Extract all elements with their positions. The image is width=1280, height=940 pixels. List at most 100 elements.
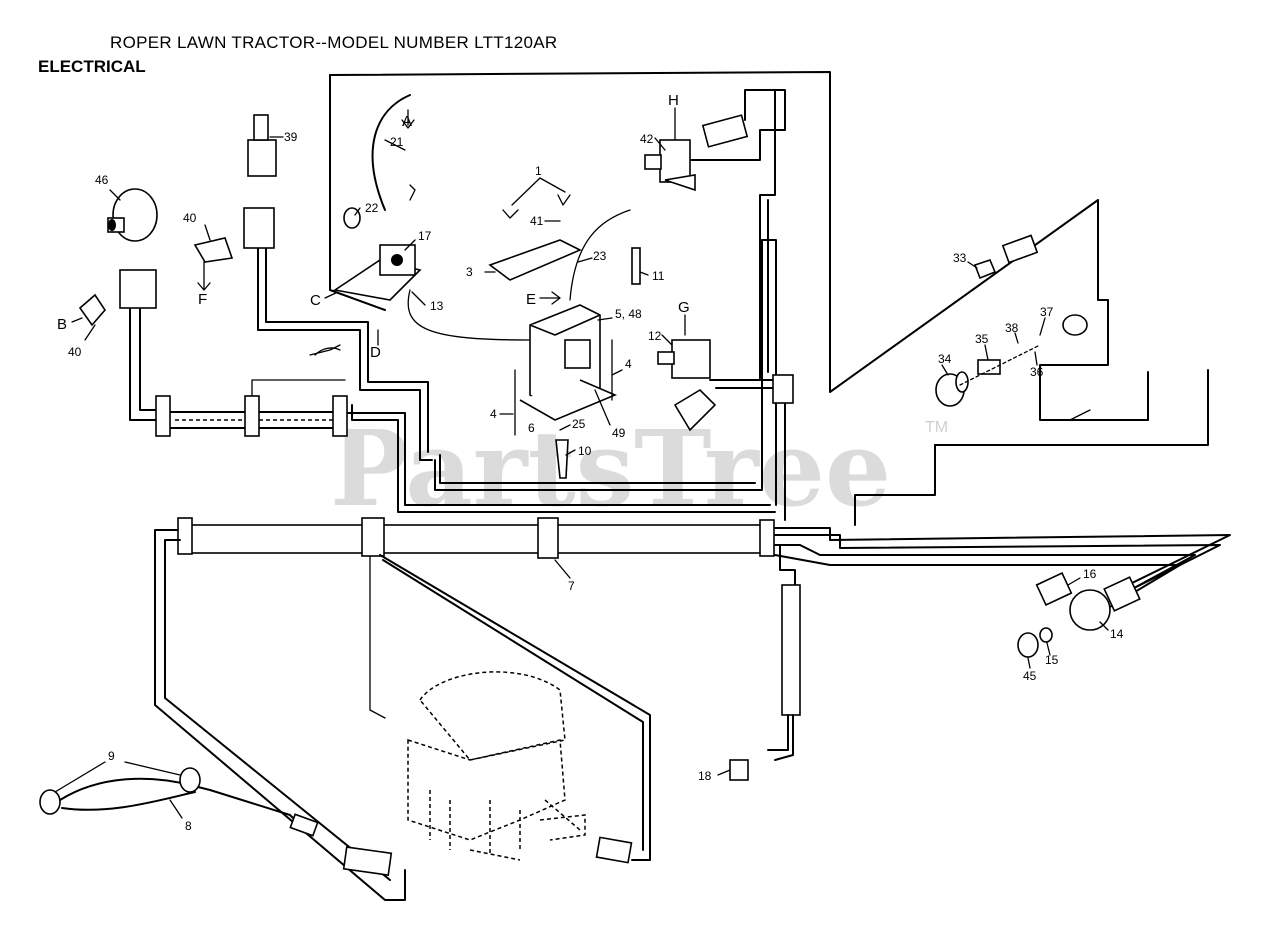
engine-outline — [407, 671, 586, 861]
callout-37: 37 — [1040, 305, 1054, 319]
leader-38 — [1014, 332, 1019, 344]
callout-46: 46 — [95, 173, 109, 187]
connector-33 — [1001, 234, 1039, 264]
light-harness-8b — [61, 791, 196, 811]
battery-tray — [519, 379, 618, 421]
part-14-switch — [1069, 589, 1111, 631]
wire-right-down-2 — [382, 559, 644, 851]
callout-23: 23 — [593, 249, 607, 263]
wire-loop-center — [434, 239, 777, 506]
part-10 — [555, 439, 569, 479]
part-21-cable — [371, 94, 411, 211]
loose-end-3 — [409, 184, 416, 201]
leader-16 — [1067, 577, 1081, 586]
part-13-cable — [407, 289, 531, 341]
part-40-clip — [193, 237, 234, 263]
leader-4 — [611, 369, 623, 376]
callout-14: 14 — [1110, 627, 1124, 641]
callout-9: 9 — [108, 749, 115, 763]
ref-letter-b: B — [57, 316, 67, 333]
part-15 — [1039, 627, 1053, 643]
arrow-b — [71, 317, 83, 323]
leader-14 — [1099, 621, 1109, 631]
section-title: ELECTRICAL — [38, 57, 146, 76]
leader-40 — [204, 224, 211, 241]
leader-11 — [639, 271, 649, 276]
harness-clip-left-3 — [332, 395, 348, 437]
ref-letter-f: F — [198, 291, 207, 308]
arrow-a — [401, 109, 415, 129]
leader-12 — [661, 334, 673, 346]
callout-40-upper: 40 — [183, 211, 197, 225]
watermark-text: PartsTree — [330, 407, 891, 530]
harness-to-right-2 — [351, 404, 776, 513]
rear-connector-left — [342, 846, 393, 876]
bolts-4 — [514, 339, 613, 436]
callout-38: 38 — [1005, 321, 1019, 335]
harness-clip-4 — [759, 519, 775, 557]
arrow-c — [324, 291, 339, 299]
wire-upper-branch — [251, 379, 346, 396]
callout-45: 45 — [1023, 669, 1037, 683]
leader-9 — [54, 761, 181, 793]
harness-clip-left-1 — [155, 395, 171, 437]
harness-fan-2 — [774, 534, 1221, 596]
ref-letter-c: C — [310, 292, 321, 309]
part-23-cable — [569, 209, 631, 301]
leader-34 — [941, 364, 949, 376]
loose-end-1 — [309, 344, 341, 356]
callout-1: 1 — [535, 164, 542, 178]
part-36-38-dash — [959, 344, 1041, 386]
wire-engine — [369, 555, 386, 719]
leader-5 — [597, 317, 613, 321]
part-37-end — [1062, 314, 1088, 336]
callout-34: 34 — [938, 352, 952, 366]
wire-46-left — [129, 294, 161, 421]
connector-42 — [701, 114, 749, 148]
part-45 — [1017, 632, 1039, 658]
part-42-solenoid — [644, 139, 696, 192]
callout-10: 10 — [578, 444, 592, 458]
ref-letter-d: D — [370, 344, 381, 361]
part-17-switch — [332, 244, 422, 301]
callout-41: 41 — [530, 214, 544, 228]
leader-22 — [354, 207, 361, 216]
wire-right-down — [379, 554, 651, 861]
leader-18 — [717, 769, 731, 776]
harness-fan-3 — [774, 544, 1196, 601]
part-9-bulb-left — [39, 789, 61, 815]
part-34-switch — [935, 371, 969, 407]
wire-39-2 — [265, 239, 429, 453]
callout-17: 17 — [418, 229, 432, 243]
leader-1 — [511, 177, 566, 206]
wire-46-left-2 — [139, 289, 161, 411]
rear-connector-right — [595, 836, 633, 864]
part-40b-clip — [78, 293, 107, 327]
callout-49: 49 — [612, 426, 626, 440]
watermark-tm: TM — [925, 419, 948, 436]
part-11 — [631, 247, 641, 285]
frame-line-bottom — [854, 444, 936, 526]
connector-12 — [673, 388, 717, 432]
callout-11: 11 — [652, 269, 665, 283]
harness-sleeve-18 — [781, 584, 801, 716]
harness-fan-1 — [774, 527, 1231, 586]
callout-36: 36 — [1030, 365, 1044, 379]
wire-left-down-2 — [164, 539, 391, 881]
ref-letter-h: H — [668, 92, 679, 109]
callout-42: 42 — [640, 132, 654, 146]
frame-line-left — [329, 74, 386, 311]
ref-letter-a: A — [402, 113, 412, 130]
harness-fan-4 — [774, 554, 1181, 609]
part-35 — [977, 359, 1001, 375]
callout-7: 7 — [568, 579, 575, 593]
leader-23 — [577, 257, 593, 263]
connector-46 — [119, 269, 157, 309]
callout-33: 33 — [953, 251, 967, 265]
leader-37 — [1039, 317, 1046, 336]
wire-39 — [257, 239, 433, 461]
frame-line-right — [934, 369, 1209, 446]
leader-17 — [404, 239, 416, 251]
wire-18-end-2 — [774, 714, 794, 761]
diagram-title: ROPER LAWN TRACTOR--MODEL NUMBER LTT120A… — [110, 33, 558, 52]
